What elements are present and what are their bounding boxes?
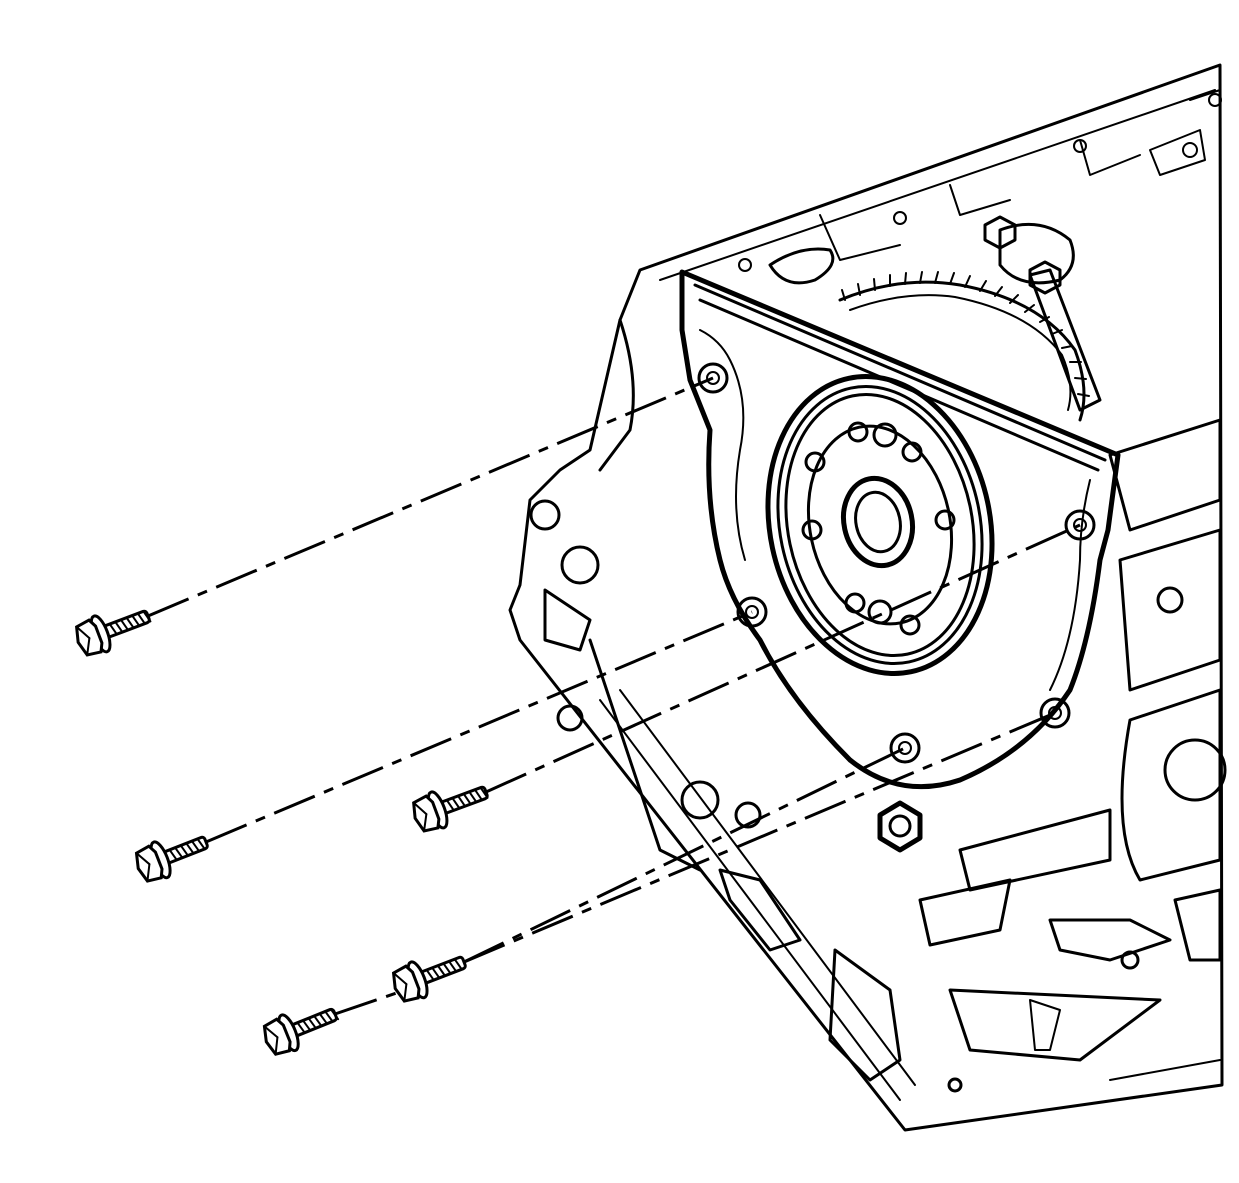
seal-housing: [679, 269, 1121, 790]
bolt-group: [75, 609, 489, 1056]
leader-line-2: [205, 610, 753, 844]
flange-bolt-icon: [412, 785, 489, 833]
leader-line-3: [485, 523, 1081, 794]
flange-bolt-icon: [262, 1007, 340, 1056]
leader-line-4: [463, 746, 906, 964]
flange-bolt-icon: [75, 609, 152, 657]
flange-bolt-icon: [391, 955, 467, 1003]
engine-block: [508, 63, 1227, 1132]
leader-line-1: [147, 376, 714, 618]
flange-bolt-icon: [134, 835, 209, 883]
alignment-leaders: [147, 376, 1081, 1016]
leader-line-6: [463, 711, 1056, 964]
